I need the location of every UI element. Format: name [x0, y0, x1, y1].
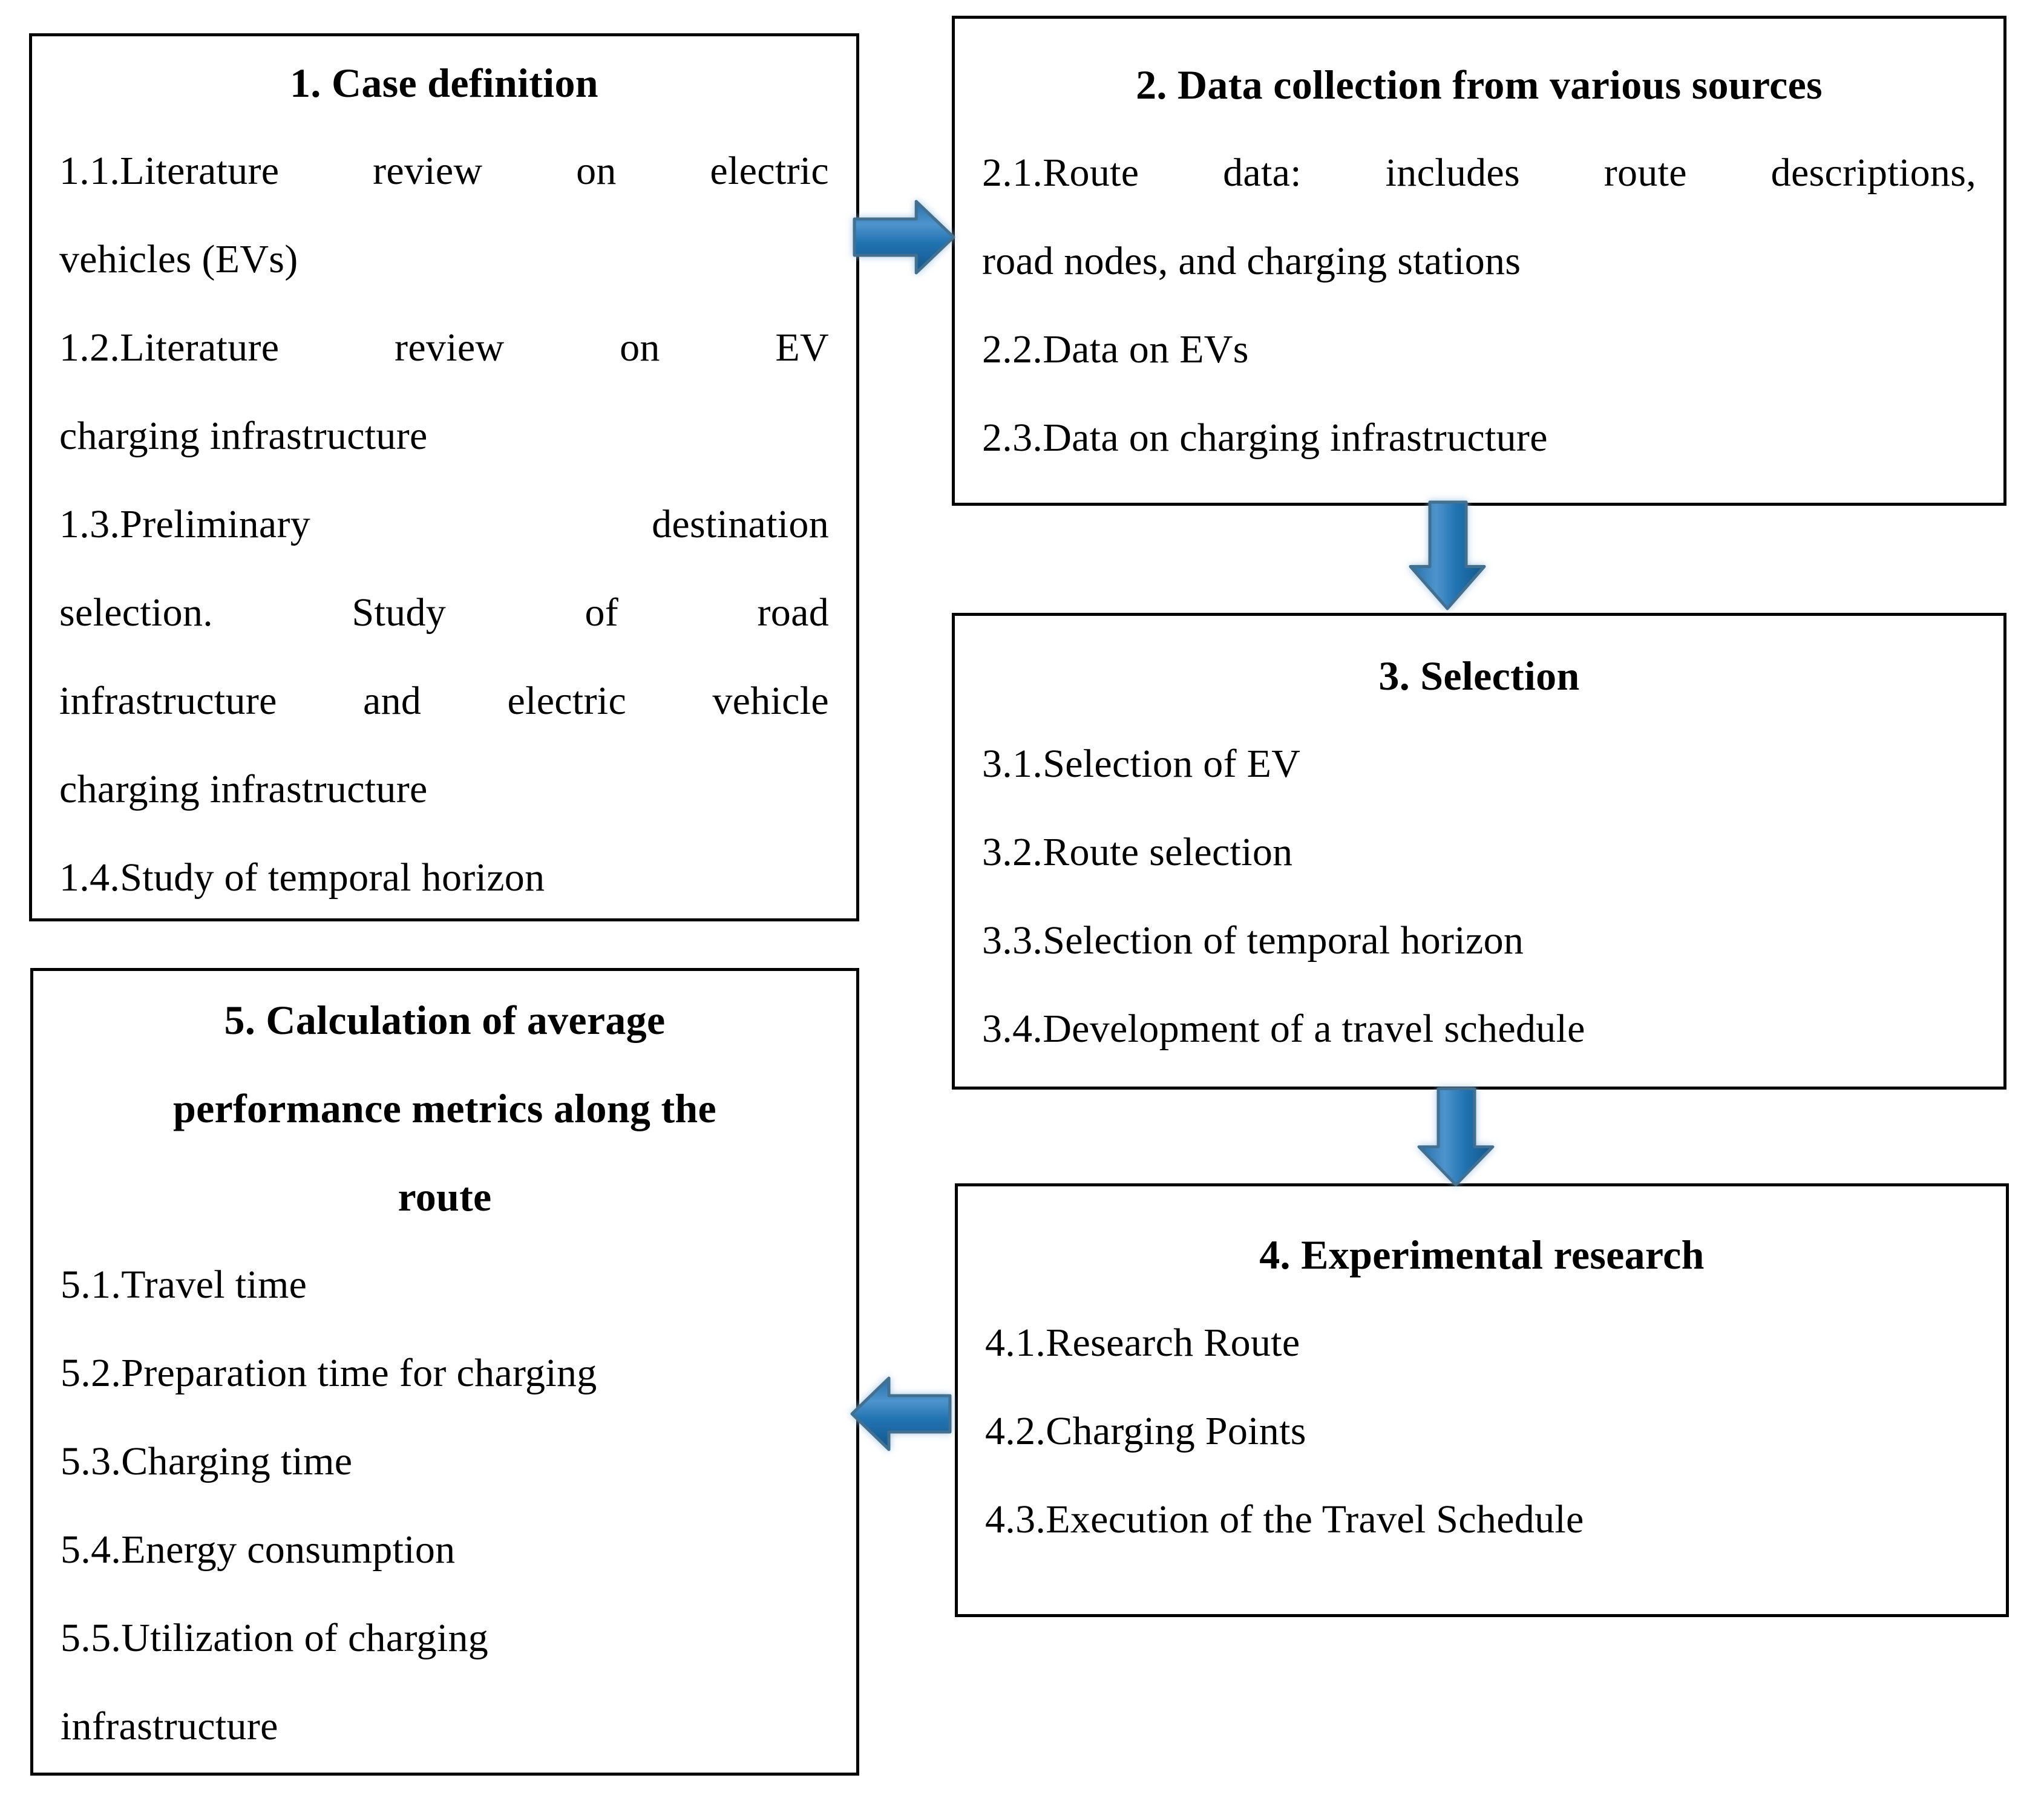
box-4-title: 4. Experimental research	[1259, 1232, 1705, 1278]
item-1-1-cont: vehicles (EVs)	[59, 237, 298, 281]
arrow-down-icon-1	[1409, 500, 1486, 610]
item-1-2: 1.2.Literature review on EV	[59, 325, 829, 370]
arrow-left-icon	[850, 1376, 952, 1451]
item-4-2: 4.2.Charging Points	[985, 1409, 1306, 1453]
box-5-title-line-3: route	[398, 1174, 492, 1220]
item-3-3: 3.3.Selection of temporal horizon	[982, 918, 1524, 963]
item-3-4: 3.4.Development of a travel schedule	[982, 1007, 1585, 1051]
box-1-title: 1. Case definition	[290, 60, 598, 106]
item-5-3: 5.3.Charging time	[61, 1439, 353, 1483]
arrow-down-icon-2	[1417, 1087, 1495, 1186]
item-2-2: 2.2.Data on EVs	[982, 327, 1249, 371]
item-5-1: 5.1.Travel time	[61, 1263, 307, 1307]
item-5-5-cont: infrastructure	[61, 1704, 278, 1748]
box-3-title: 3. Selection	[1378, 653, 1580, 699]
item-5-5: 5.5.Utilization of charging	[61, 1616, 489, 1660]
item-1-3-cont2: infrastructure and electric vehicle	[59, 679, 829, 723]
box-5-metrics-calculation: 5. Calculation of average performance me…	[30, 968, 859, 1776]
item-2-3: 2.3.Data on charging infrastructure	[982, 416, 1548, 460]
item-4-3: 4.3.Execution of the Travel Schedule	[985, 1497, 1584, 1541]
item-1-1: 1.1.Literature review on electric	[59, 149, 829, 193]
box-5-title-line-2: performance metrics along the	[172, 1085, 717, 1131]
box-2-title: 2. Data collection from various sources	[1136, 62, 1823, 108]
box-2-data-collection: 2. Data collection from various sources …	[952, 16, 2006, 506]
item-1-3: 1.3.Preliminary destination	[59, 502, 829, 546]
box-1-case-definition: 1. Case definition 1.1.Literature review…	[29, 33, 859, 921]
item-5-2: 5.2.Preparation time for charging	[61, 1351, 597, 1395]
item-3-1: 3.1.Selection of EV	[982, 742, 1301, 786]
item-1-2-cont: charging infrastructure	[59, 414, 428, 458]
arrow-right-icon	[853, 200, 955, 275]
item-1-4: 1.4.Study of temporal horizon	[59, 855, 545, 900]
box-5-title-line-1: 5. Calculation of average	[224, 997, 666, 1043]
box-4-experimental-research: 4. Experimental research 4.1.Research Ro…	[955, 1183, 2009, 1617]
item-4-1: 4.1.Research Route	[985, 1321, 1300, 1365]
box-3-selection: 3. Selection 3.1.Selection of EV 3.2.Rou…	[952, 613, 2006, 1090]
item-1-3-cont3: charging infrastructure	[59, 767, 428, 811]
item-5-4: 5.4.Energy consumption	[61, 1528, 456, 1572]
item-2-1: 2.1.Route data: includes route descripti…	[982, 151, 1976, 195]
item-3-2: 3.2.Route selection	[982, 830, 1293, 874]
item-1-3-cont: selection. Study of road	[59, 590, 829, 635]
item-2-1-cont: road nodes, and charging stations	[982, 239, 1521, 283]
